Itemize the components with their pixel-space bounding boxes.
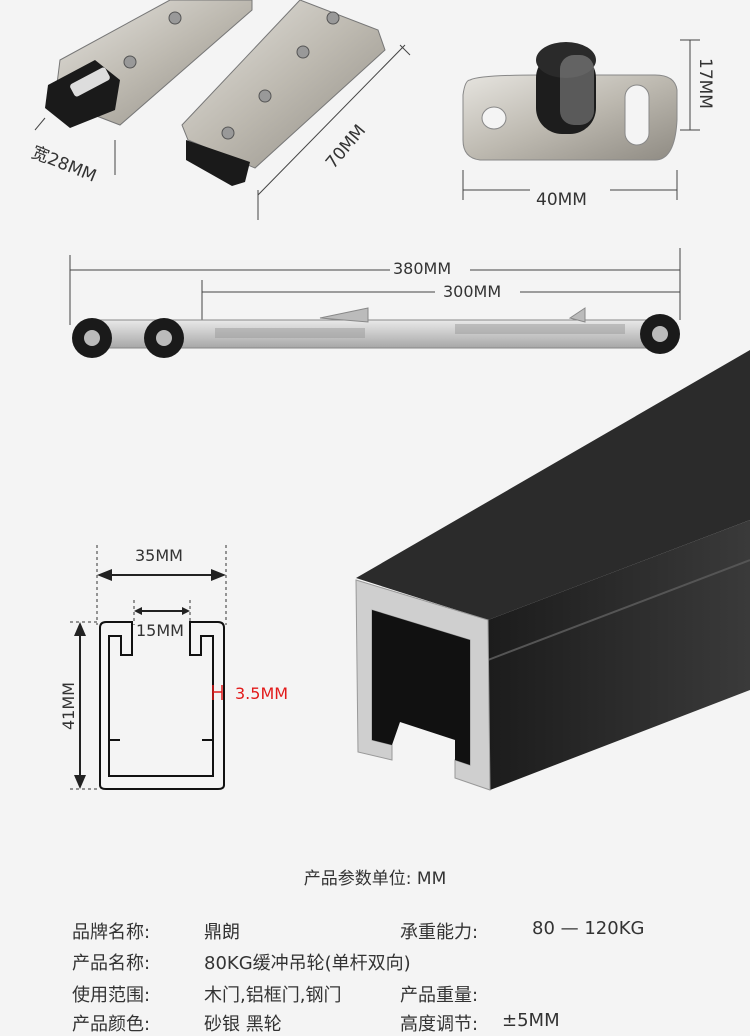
roller-wheel-left [72, 318, 112, 358]
spec-key: 使用范围: [72, 985, 151, 1006]
roller-rail-assembly [72, 307, 680, 358]
door-stop-plate [462, 42, 678, 161]
wall-thickness-label: 3.5MM [235, 684, 289, 703]
spec-key: 产品重量: [400, 985, 479, 1006]
profile-width-label: 35MM [135, 546, 183, 565]
rail-dimension-lines [69, 248, 681, 325]
length-380-label: 380MM [393, 259, 452, 278]
profile-cross-section [70, 545, 227, 790]
spec-title: 产品参数单位: MM [303, 869, 447, 889]
spec-value: 砂银 黑轮 [204, 1014, 282, 1035]
spec-key: 品牌名称: [72, 922, 151, 943]
spec-key: 承重能力: [400, 922, 479, 943]
hanger-bracket-right [181, 0, 386, 186]
hanger-bracket-left [45, 0, 253, 128]
width-40-label: 40MM [536, 190, 587, 210]
height-17-label: 17MM [695, 58, 715, 109]
profile-height-label: 41MM [59, 682, 78, 730]
profile-opening-label: 15MM [136, 621, 184, 640]
stop-dimension-lines [462, 39, 700, 200]
black-track-profile-3d [355, 350, 750, 791]
spec-key: 高度调节: [400, 1014, 479, 1035]
bracket-dimension-lines [34, 44, 411, 220]
spec-key: 产品颜色: [72, 1014, 151, 1035]
roller-wheel-right [640, 314, 680, 354]
spec-key: 产品名称: [72, 953, 151, 974]
roller-wheel-center [144, 318, 184, 358]
length-300-label: 300MM [443, 282, 502, 301]
spec-value: 木门,铝框门,钢门 [204, 985, 342, 1006]
spec-value: 80KG缓冲吊轮(单杆双向) [204, 953, 411, 974]
spec-value: ±5MM [502, 1010, 560, 1031]
spec-value: 80 — 120KG [532, 918, 645, 939]
spec-value: 鼎朗 [204, 922, 240, 943]
